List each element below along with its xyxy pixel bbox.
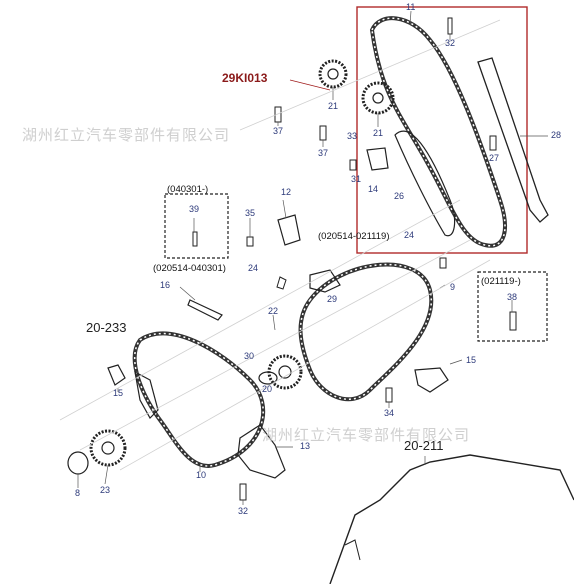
callout-10: 10 bbox=[196, 470, 207, 480]
callout-13: 13 bbox=[300, 441, 311, 451]
callout-29: 29 bbox=[327, 294, 338, 304]
chain-guide-16 bbox=[187, 299, 223, 321]
callout-33: 33 bbox=[347, 131, 358, 141]
bolt-37b bbox=[319, 125, 327, 141]
callout-23: 23 bbox=[100, 485, 111, 495]
date-box-021119 bbox=[477, 271, 548, 342]
callout-35: 35 bbox=[245, 208, 256, 218]
callout-39: 39 bbox=[189, 204, 200, 214]
ref-label-20-211: 20-211 bbox=[404, 438, 444, 453]
callout-15b: 15 bbox=[466, 355, 477, 365]
date-label-021119: (021119-) bbox=[481, 276, 521, 287]
bolt-32b bbox=[239, 483, 247, 501]
callout-9: 9 bbox=[450, 282, 456, 292]
tensioner-rail-28 bbox=[477, 57, 549, 223]
watermark-bottom: 湖州红立汽车零部件有限公司 bbox=[262, 426, 471, 444]
callout-20: 20 bbox=[262, 384, 273, 394]
callout-34: 34 bbox=[384, 408, 395, 418]
bolt-27 bbox=[489, 135, 497, 151]
callout-14: 14 bbox=[368, 184, 379, 194]
date-label-020514-021119: (020514-021119) bbox=[318, 231, 390, 242]
callout-8: 8 bbox=[75, 488, 81, 498]
callout-37b: 37 bbox=[318, 148, 329, 158]
chain-guide-15a bbox=[134, 370, 159, 419]
callout-31: 31 bbox=[351, 174, 362, 184]
engine-block-outline bbox=[329, 454, 574, 584]
callout-12: 12 bbox=[281, 187, 292, 197]
highlight-box bbox=[356, 6, 528, 254]
callout-21a: 21 bbox=[328, 101, 339, 111]
idler-shaft-20 bbox=[258, 371, 278, 385]
callout-28: 28 bbox=[551, 130, 562, 140]
cover-outline bbox=[107, 364, 126, 386]
bolt-24a bbox=[276, 276, 287, 290]
bolt-39 bbox=[192, 231, 198, 247]
sprocket-21b bbox=[361, 81, 395, 115]
chain-tensioner-13 bbox=[237, 424, 286, 479]
bolt-38 bbox=[509, 311, 517, 331]
ref-label-20-233: 20-233 bbox=[86, 320, 127, 335]
callout-32a: 32 bbox=[445, 38, 456, 48]
date-label-040301: (040301-) bbox=[167, 184, 209, 195]
bolt-34 bbox=[385, 387, 393, 403]
callout-24a: 24 bbox=[248, 263, 259, 273]
callout-11: 11 bbox=[406, 2, 416, 12]
callout-32b: 32 bbox=[238, 506, 249, 516]
date-box-040301 bbox=[164, 193, 229, 259]
callout-30: 30 bbox=[244, 351, 255, 361]
callout-38: 38 bbox=[507, 292, 518, 302]
lower-timing-chain bbox=[298, 262, 434, 402]
callout-21b: 21 bbox=[373, 128, 384, 138]
callout-22: 22 bbox=[268, 306, 279, 316]
chain-guide-26 bbox=[394, 130, 456, 237]
guide-assembly-29 bbox=[309, 269, 341, 293]
watermark-top: 湖州红立汽车零部件有限公司 bbox=[22, 126, 231, 144]
callout-24b: 24 bbox=[404, 230, 415, 240]
bolt-31 bbox=[349, 159, 357, 171]
callout-27: 27 bbox=[489, 153, 500, 163]
callout-37a: 37 bbox=[273, 126, 284, 136]
tensioner-14 bbox=[366, 147, 389, 171]
date-label-020514-040301: (020514-040301) bbox=[153, 263, 226, 274]
crank-sprocket-23 bbox=[89, 429, 127, 467]
part-number-leader bbox=[289, 79, 331, 91]
callout-15a: 15 bbox=[113, 388, 124, 398]
bolt-24b bbox=[439, 257, 447, 269]
callout-16: 16 bbox=[160, 280, 171, 290]
bolt-35 bbox=[246, 236, 254, 247]
o-ring-8 bbox=[67, 451, 89, 475]
bolt-37a bbox=[274, 106, 282, 123]
callout-26: 26 bbox=[394, 191, 405, 201]
sprocket-21a bbox=[318, 59, 348, 89]
tensioner-12 bbox=[277, 214, 301, 246]
highlighted-part-number: 29KI013 bbox=[222, 71, 268, 85]
bolt-32a bbox=[447, 17, 453, 35]
chain-guide-15b bbox=[414, 367, 449, 393]
